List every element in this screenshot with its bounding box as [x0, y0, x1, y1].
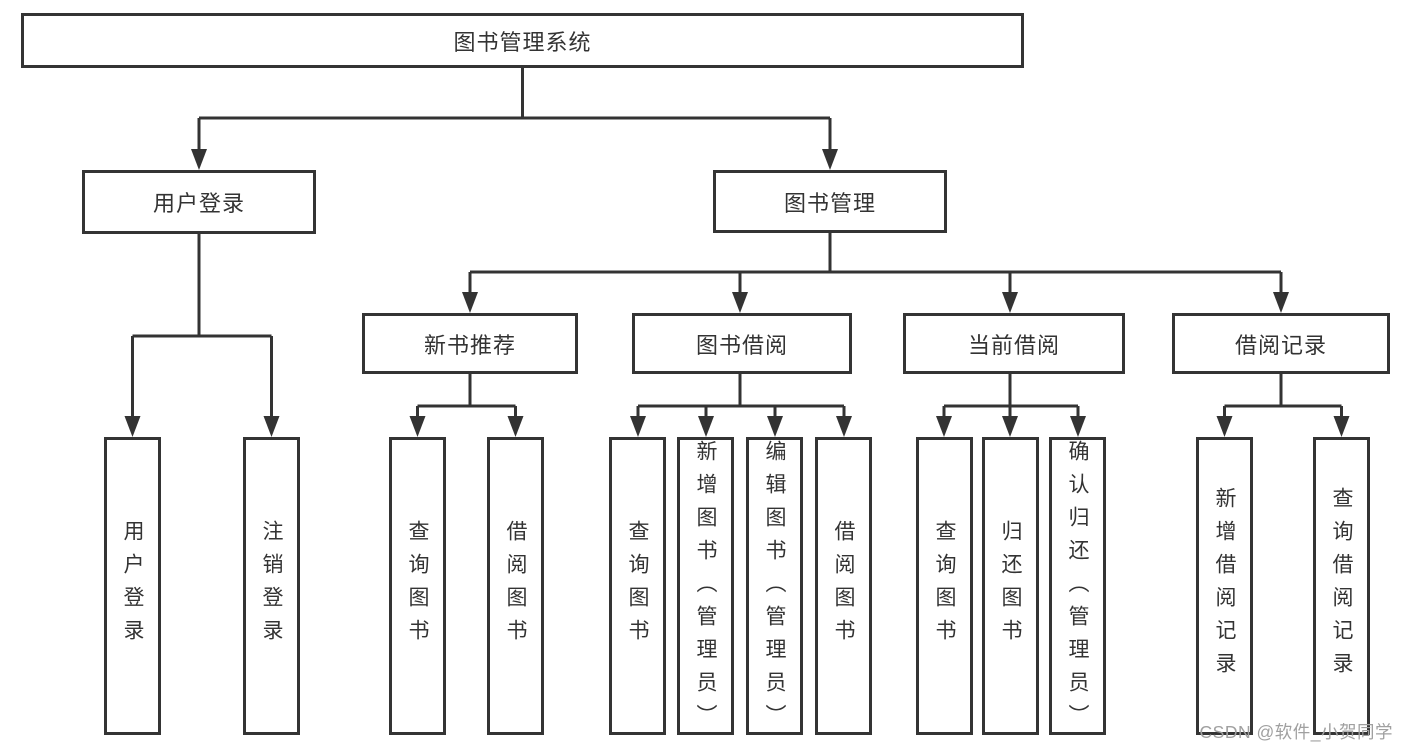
- arrowhead: [409, 416, 426, 437]
- connector-newbook-to-children: [409, 374, 524, 437]
- leaf-add-borrow-record: 新增借阅记录: [1196, 437, 1253, 735]
- leaf-user-login-label: 用户登录: [121, 520, 144, 652]
- node-current-borrow-label: 当前借阅: [967, 332, 1060, 358]
- leaf-return-books: 归还图书: [982, 437, 1039, 735]
- arrowhead: [1002, 292, 1018, 313]
- leaf-query-books-borrow: 查询图书: [609, 437, 666, 735]
- connector-root-to-level2: [191, 68, 838, 170]
- connector-borrow-to-children: [630, 374, 852, 437]
- leaf-confirm-return-admin-label: 确认归还（管理员）: [1066, 440, 1089, 737]
- leaf-query-books-newrec: 查询图书: [389, 437, 446, 735]
- node-current-borrow: 当前借阅: [903, 313, 1125, 374]
- node-user-login: 用户登录: [82, 170, 316, 234]
- connector-bookmgmt-to-level3: [462, 233, 1289, 313]
- node-book-borrow: 图书借阅: [632, 313, 852, 374]
- arrowhead: [191, 149, 207, 170]
- node-user-login-label: 用户登录: [152, 191, 245, 216]
- node-book-borrow-label: 图书借阅: [695, 332, 788, 358]
- connector-current-to-children: [936, 374, 1086, 437]
- node-library-system-label: 图书管理系统: [453, 29, 592, 55]
- leaf-query-books-current: 查询图书: [916, 437, 973, 735]
- arrowhead: [767, 416, 783, 437]
- node-book-management: 图书管理: [713, 170, 947, 233]
- leaf-return-books-label: 归还图书: [999, 520, 1022, 652]
- leaf-borrow-books: 借阅图书: [815, 437, 872, 735]
- arrowhead: [462, 292, 478, 313]
- arrowhead: [936, 416, 952, 437]
- leaf-borrow-books-newrec: 借阅图书: [487, 437, 544, 735]
- arrowhead: [1333, 416, 1350, 437]
- arrowhead: [124, 416, 141, 437]
- connector-records-to-children: [1216, 374, 1350, 437]
- leaf-query-borrow-record-label: 查询借阅记录: [1330, 487, 1353, 685]
- arrowhead: [1216, 416, 1233, 437]
- arrowhead: [1070, 416, 1086, 437]
- csdn-watermark: CSDN @软件_小贺同学: [1199, 722, 1393, 742]
- leaf-logout: 注销登录: [243, 437, 300, 735]
- arrowhead: [507, 416, 524, 437]
- arrowhead: [1273, 292, 1289, 313]
- arrowhead: [732, 292, 748, 313]
- arrowhead: [630, 416, 646, 437]
- arrowhead: [263, 416, 280, 437]
- arrowhead: [1002, 416, 1018, 437]
- leaf-query-books-newrec-label: 查询图书: [406, 520, 429, 652]
- node-borrow-records-label: 借阅记录: [1234, 332, 1327, 358]
- leaf-query-books-current-label: 查询图书: [933, 520, 956, 652]
- arrowhead: [836, 416, 852, 437]
- leaf-user-login: 用户登录: [104, 437, 161, 735]
- node-borrow-records: 借阅记录: [1172, 313, 1390, 374]
- arrowhead: [822, 149, 838, 170]
- leaf-edit-books-admin-label: 编辑图书（管理员）: [763, 440, 786, 737]
- connector-userlogin-to-children: [124, 234, 280, 437]
- leaf-add-borrow-record-label: 新增借阅记录: [1213, 487, 1236, 685]
- node-book-management-label: 图书管理: [783, 190, 876, 216]
- node-new-book-recommend-label: 新书推荐: [423, 332, 516, 358]
- leaf-query-borrow-record: 查询借阅记录: [1313, 437, 1370, 735]
- leaf-add-books-admin: 新增图书（管理员）: [677, 437, 734, 737]
- leaf-logout-label: 注销登录: [260, 520, 283, 652]
- node-new-book-recommend: 新书推荐: [362, 313, 578, 374]
- leaf-add-books-admin-label: 新增图书（管理员）: [694, 440, 717, 737]
- arrowhead: [698, 416, 714, 437]
- leaf-confirm-return-admin: 确认归还（管理员）: [1049, 437, 1106, 737]
- leaf-edit-books-admin: 编辑图书（管理员）: [746, 437, 803, 737]
- node-library-system: 图书管理系统: [21, 13, 1024, 68]
- leaf-borrow-books-label: 借阅图书: [832, 520, 855, 652]
- leaf-borrow-books-newrec-label: 借阅图书: [504, 520, 527, 652]
- leaf-query-books-borrow-label: 查询图书: [626, 520, 649, 652]
